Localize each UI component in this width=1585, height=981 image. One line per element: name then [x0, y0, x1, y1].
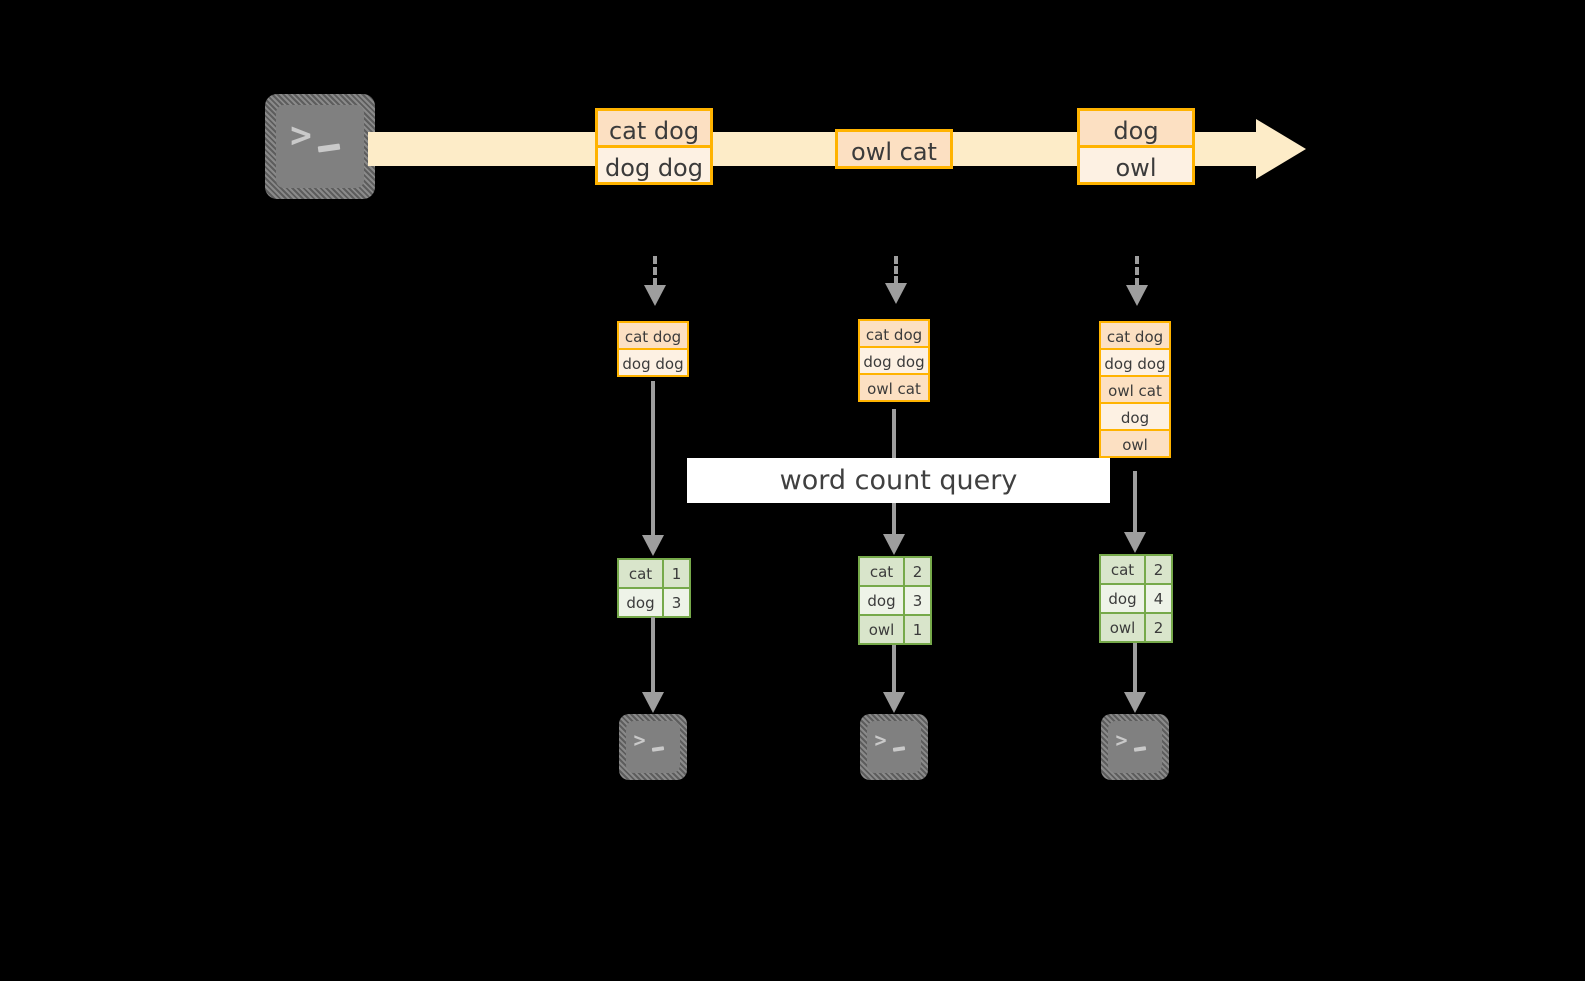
prompt-cursor-icon	[892, 746, 906, 752]
buffer-to-result-arrow-3	[1124, 471, 1146, 553]
word-cell: cat	[1098, 554, 1147, 585]
count-cell: 3	[903, 585, 932, 616]
arrow-head-icon	[1124, 692, 1146, 713]
terminal-screen: >	[626, 721, 680, 773]
buffer-record: owl cat	[1099, 375, 1171, 404]
buffer-record: dog dog	[617, 348, 689, 377]
word-count-table-1: cat 1 dog 3	[616, 558, 691, 618]
stream-event-line: owl cat	[835, 129, 953, 169]
buffer-record: owl	[1099, 429, 1171, 458]
buffer-record: dog	[1099, 402, 1171, 431]
arrow-head-icon	[642, 692, 664, 713]
result-to-sink-arrow-1	[642, 617, 664, 713]
stream-event-line: owl	[1077, 145, 1195, 185]
stream-to-buffer-arrow-2	[885, 256, 907, 304]
buffer-record: cat dog	[858, 319, 930, 348]
table-row: dog 3	[616, 587, 691, 618]
query-label: word count query	[687, 458, 1110, 503]
stream-event-line: dog dog	[595, 145, 713, 185]
arrow-head-icon	[885, 283, 907, 304]
buffer-record: dog dog	[1099, 348, 1171, 377]
buffer-record: cat dog	[1099, 321, 1171, 350]
sink-terminal-icon-3: >	[1101, 714, 1169, 780]
buffer-record: dog dog	[858, 346, 930, 375]
count-cell: 3	[662, 587, 691, 618]
buffer-stack-3: cat dog dog dog owl cat dog owl	[1099, 321, 1171, 458]
stream-event-3: dog owl	[1077, 108, 1195, 185]
count-cell: 1	[903, 614, 932, 645]
word-cell: cat	[857, 556, 906, 587]
table-row: cat 2	[1098, 554, 1173, 585]
stream-event-line: dog	[1077, 108, 1195, 148]
word-count-table-3: cat 2 dog 4 owl 2	[1098, 554, 1173, 643]
sink-terminal-icon-2: >	[860, 714, 928, 780]
arrow-head-icon	[1124, 532, 1146, 553]
prompt-chevron-icon: >	[290, 115, 312, 157]
word-cell: dog	[1098, 583, 1147, 614]
arrow-head-icon	[883, 692, 905, 713]
count-cell: 4	[1144, 583, 1173, 614]
word-cell: owl	[857, 614, 906, 645]
word-cell: dog	[616, 587, 665, 618]
prompt-cursor-icon	[1133, 746, 1147, 752]
count-cell: 2	[1144, 554, 1173, 585]
arrow-head-icon	[1126, 285, 1148, 306]
table-row: cat 2	[857, 556, 932, 587]
stream-event-1: cat dog dog dog	[595, 108, 713, 185]
count-cell: 1	[662, 558, 691, 589]
buffer-to-result-arrow-1	[642, 381, 664, 556]
word-cell: cat	[616, 558, 665, 589]
word-count-table-2: cat 2 dog 3 owl 1	[857, 556, 932, 645]
table-row: owl 1	[857, 614, 932, 645]
prompt-chevron-icon: >	[1115, 728, 1128, 753]
count-cell: 2	[1144, 612, 1173, 643]
arrow-head-icon	[883, 534, 905, 555]
table-row: owl 2	[1098, 612, 1173, 643]
terminal-screen: >	[1108, 721, 1162, 773]
result-to-sink-arrow-2	[883, 645, 905, 713]
arrow-head-icon	[642, 535, 664, 556]
buffer-stack-2: cat dog dog dog owl cat	[858, 319, 930, 402]
terminal-screen: >	[276, 105, 364, 188]
table-row: cat 1	[616, 558, 691, 589]
table-row: dog 4	[1098, 583, 1173, 614]
table-row: dog 3	[857, 585, 932, 616]
stream-event-line: cat dog	[595, 108, 713, 148]
prompt-chevron-icon: >	[633, 728, 646, 753]
count-cell: 2	[903, 556, 932, 587]
stream-to-buffer-arrow-1	[644, 256, 666, 306]
word-cell: owl	[1098, 612, 1147, 643]
result-to-sink-arrow-3	[1124, 643, 1146, 713]
sink-terminal-icon-1: >	[619, 714, 687, 780]
prompt-cursor-icon	[317, 143, 341, 153]
arrow-head-icon	[644, 285, 666, 306]
buffer-record: cat dog	[617, 321, 689, 350]
source-terminal-icon: >	[265, 94, 375, 199]
stream-to-buffer-arrow-3	[1126, 256, 1148, 306]
buffer-stack-1: cat dog dog dog	[617, 321, 689, 377]
prompt-chevron-icon: >	[874, 728, 887, 753]
word-cell: dog	[857, 585, 906, 616]
stream-event-2: owl cat	[835, 129, 953, 169]
buffer-record: owl cat	[858, 373, 930, 402]
prompt-cursor-icon	[651, 746, 665, 752]
terminal-screen: >	[867, 721, 921, 773]
event-stream-arrow-head-icon	[1256, 119, 1306, 179]
